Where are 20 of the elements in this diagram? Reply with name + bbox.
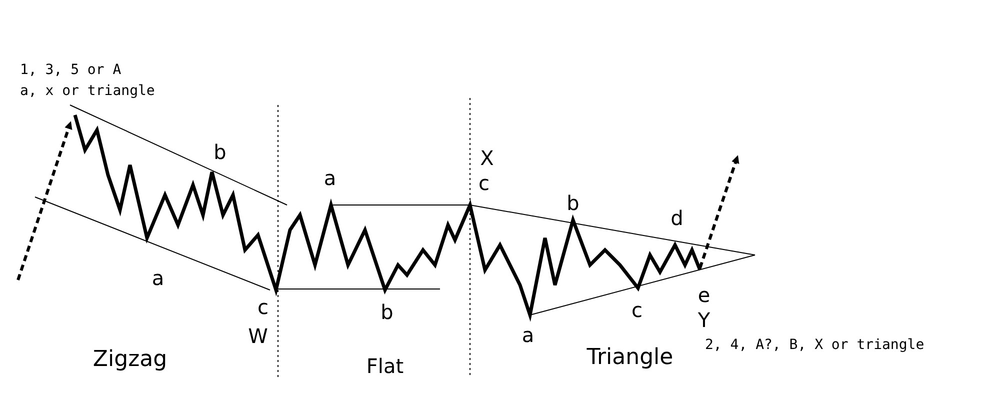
wave-label: b <box>214 142 226 162</box>
pattern-name: Triangle <box>586 347 674 369</box>
wave-label: c <box>258 297 268 317</box>
wave-degree-note: 2, 4, A?, B, X or triangle <box>705 338 924 352</box>
wave-label: c <box>632 300 642 320</box>
wave-label: X <box>480 148 494 168</box>
wave-label: a <box>324 168 336 188</box>
wave-label: Y <box>698 310 710 330</box>
wave-label: b <box>380 302 394 322</box>
wave-degree-note: 1, 3, 5 or A <box>20 63 122 77</box>
wave-label: e <box>698 285 710 305</box>
wave-label: d <box>670 208 684 228</box>
wave-label: a <box>522 325 534 345</box>
wave-label: a <box>152 268 164 288</box>
wave-label: b <box>566 193 580 213</box>
wave-label: c <box>478 173 490 193</box>
wave-degree-note: a, x or triangle <box>20 84 155 98</box>
pattern-name: Flat <box>366 356 404 376</box>
wave-label: W <box>248 326 268 346</box>
pattern-name: Zigzag <box>92 349 168 371</box>
